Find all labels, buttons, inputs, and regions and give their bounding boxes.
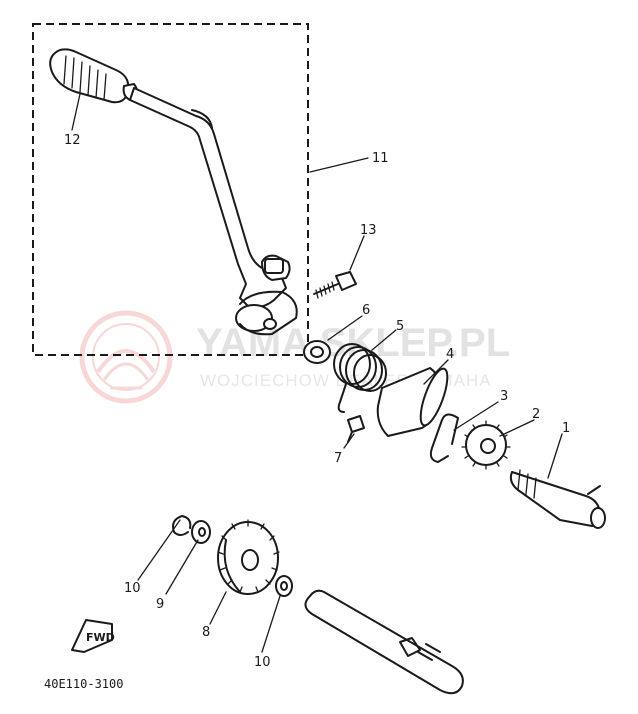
idler-washer bbox=[191, 520, 211, 544]
callout-5: 5 bbox=[396, 319, 404, 334]
kick-gear bbox=[461, 420, 511, 470]
kick-crank-grip bbox=[49, 48, 139, 104]
callout-10-upper: 10 bbox=[124, 581, 141, 596]
drawing-code: 40E110-3100 bbox=[44, 677, 123, 691]
torsion-spring bbox=[333, 343, 387, 413]
callout-7: 7 bbox=[334, 451, 342, 466]
watermark-logo-icon bbox=[79, 310, 173, 404]
callout-10-lower: 10 bbox=[254, 655, 271, 670]
washer bbox=[303, 340, 331, 364]
callout-3: 3 bbox=[500, 389, 508, 404]
transmission-shaft bbox=[304, 589, 464, 695]
circlip-lower bbox=[275, 575, 293, 597]
spring-stopper bbox=[347, 415, 365, 443]
kick-axle bbox=[509, 469, 606, 529]
callout-labels: 1 2 3 4 5 6 7 8 9 10 10 11 12 13 bbox=[64, 133, 570, 670]
pinch-bolt bbox=[313, 271, 357, 299]
callout-13: 13 bbox=[360, 223, 377, 238]
kick-idle-gear bbox=[217, 519, 280, 595]
callout-12: 12 bbox=[64, 133, 81, 148]
callout-9: 9 bbox=[156, 597, 164, 612]
callout-6: 6 bbox=[362, 303, 370, 318]
leader-lines bbox=[71, 93, 563, 653]
circlip-upper bbox=[172, 515, 192, 536]
fwd-label: FWD bbox=[86, 631, 115, 644]
callout-2: 2 bbox=[532, 407, 540, 422]
callout-8: 8 bbox=[202, 625, 210, 640]
kick-clip bbox=[429, 413, 459, 463]
kick-crank-arm bbox=[129, 87, 298, 336]
callout-1: 1 bbox=[562, 421, 570, 436]
callout-4: 4 bbox=[446, 347, 454, 362]
fwd-arrow-mark: FWD bbox=[71, 619, 115, 653]
callout-11: 11 bbox=[372, 151, 389, 166]
spring-guide bbox=[376, 367, 449, 437]
